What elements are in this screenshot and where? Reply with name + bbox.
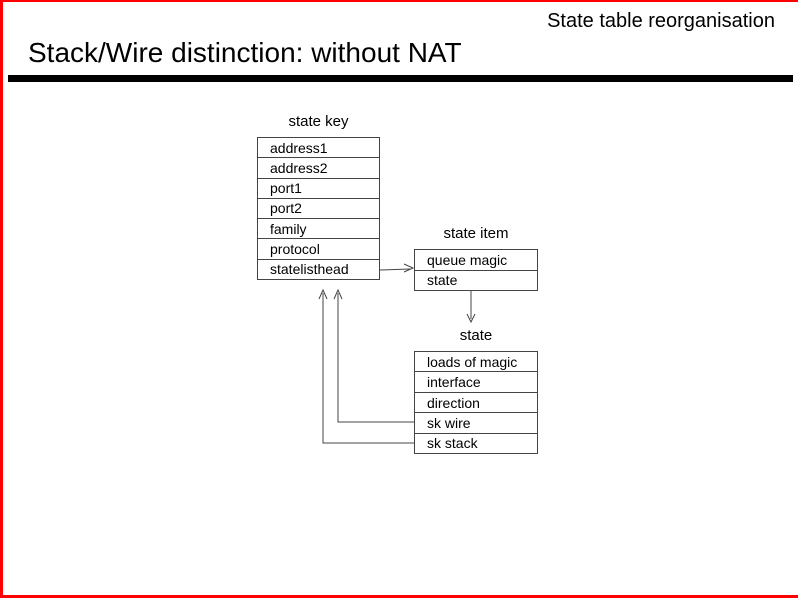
state-item-table: queue magic state xyxy=(414,249,538,291)
arrow-state-item-to-state xyxy=(466,291,476,324)
arrow-sk-wire-to-state-key xyxy=(333,288,414,423)
state-key-row-family: family xyxy=(258,218,379,238)
state-item-row-state: state xyxy=(415,269,537,291)
state-row-loads-of-magic: loads of magic xyxy=(427,353,518,370)
state-key-row-address2: address2 xyxy=(258,157,379,177)
arrow-sk-stack-to-state-key xyxy=(318,288,414,444)
state-key-row-address1: address1 xyxy=(270,139,328,156)
state-key-row-protocol: protocol xyxy=(258,238,379,258)
red-top-border xyxy=(0,0,798,2)
state-row-sk-wire: sk wire xyxy=(415,412,537,432)
deck-title: State table reorganisation xyxy=(547,10,775,32)
state-key-row-port1: port1 xyxy=(258,177,379,198)
state-key-row-statelisthead: statelisthead xyxy=(258,258,379,279)
state-key-row-port2: port2 xyxy=(258,197,379,218)
red-bottom-border xyxy=(0,595,798,598)
state-row-sk-stack: sk stack xyxy=(415,432,537,453)
state-key-label: state key xyxy=(288,113,349,130)
state-item-row-queue-magic: queue magic xyxy=(427,251,508,268)
arrow-statelisthead-to-state-item xyxy=(379,263,415,273)
state-label: state xyxy=(459,327,493,344)
heading-rule xyxy=(8,75,793,82)
state-row-direction: direction xyxy=(415,391,537,412)
red-left-border xyxy=(0,0,3,598)
state-item-label: state item xyxy=(443,225,509,242)
state-row-interface: interface xyxy=(415,371,537,391)
state-table: loads of magic interface direction sk wi… xyxy=(414,351,538,454)
state-key-table: address1 address2 port1 port2 family pro… xyxy=(257,137,380,280)
slide-heading: Stack/Wire distinction: without NAT xyxy=(28,37,462,68)
